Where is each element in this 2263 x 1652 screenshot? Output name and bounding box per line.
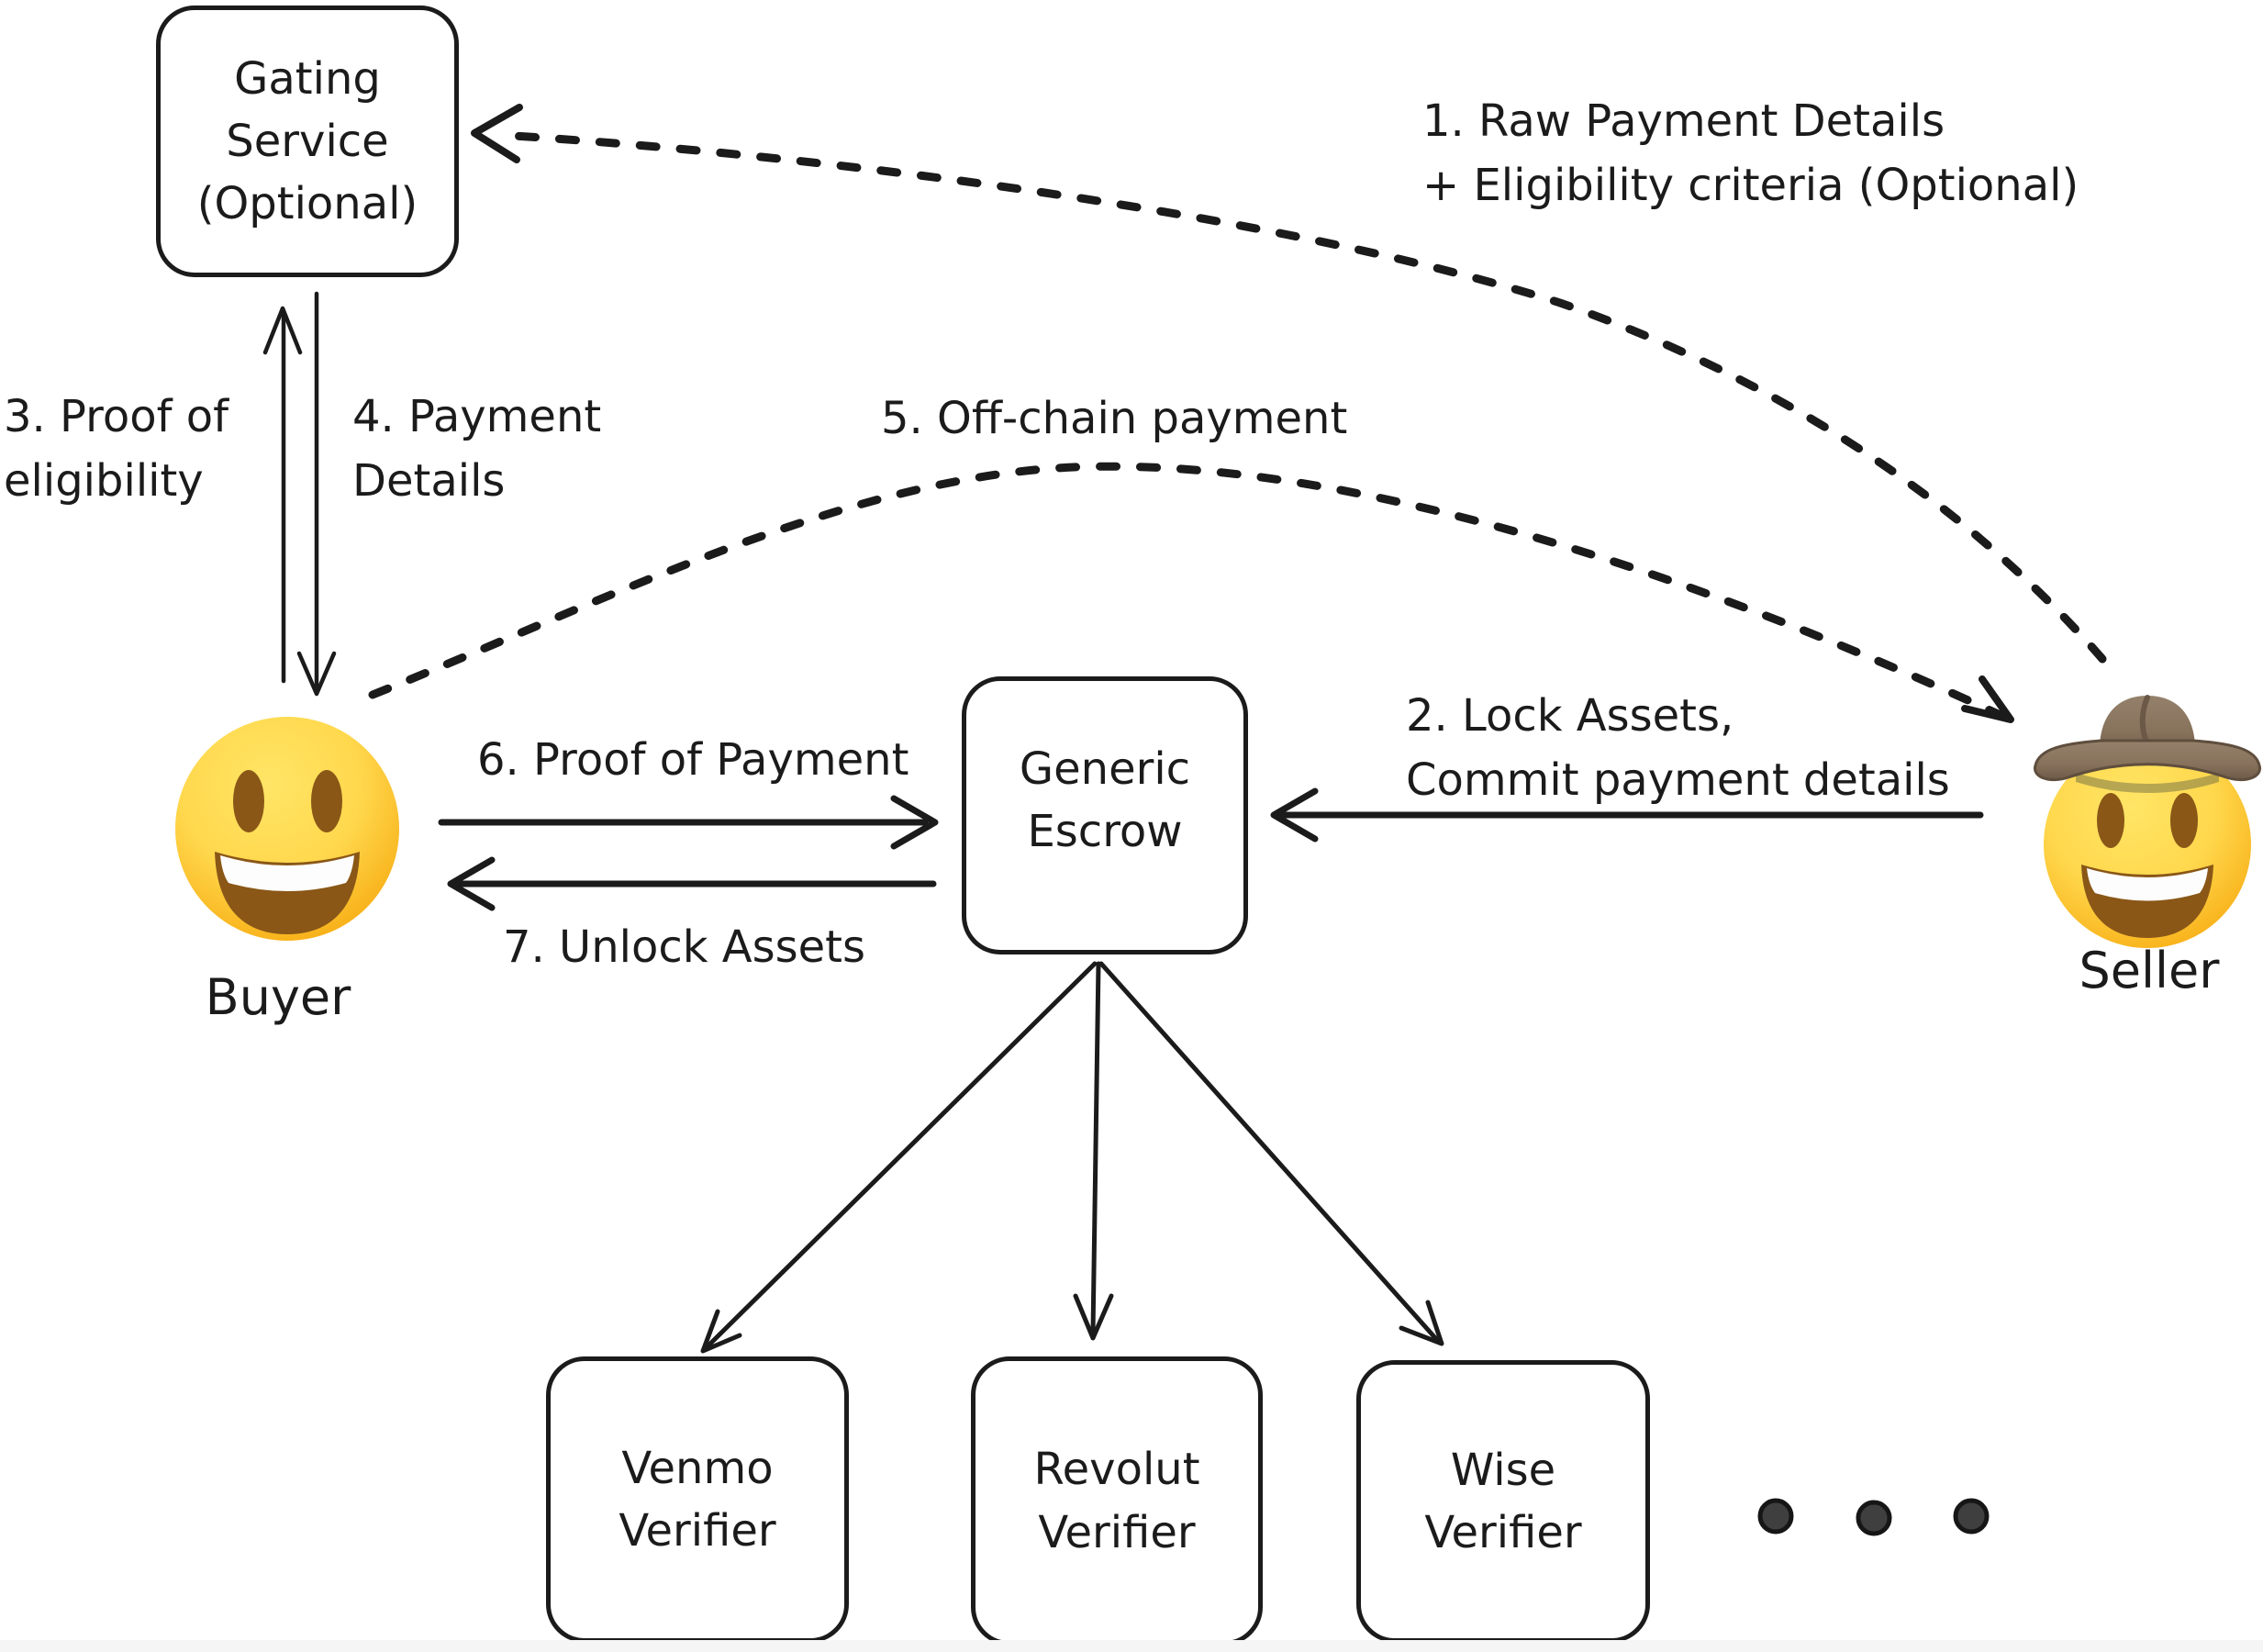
arrowhead-proof-of-payment bbox=[890, 795, 939, 850]
edge-label-unlock-assets: 7. Unlock Assets bbox=[503, 921, 865, 973]
arrow-off-chain-payment bbox=[368, 462, 2011, 722]
edge-label-raw-payment-details: 1. Raw Payment Details + Eligibility cri… bbox=[1422, 95, 2079, 211]
cowboy-hat-face-icon bbox=[2034, 695, 2261, 948]
arrowhead-raw-payment-details bbox=[471, 104, 523, 163]
ellipsis-icon bbox=[1757, 1498, 1990, 1536]
buyer-label: Buyer bbox=[205, 968, 351, 1026]
arrow-escrow-to-venmo bbox=[706, 961, 1098, 1348]
arrow-escrow-to-revolut bbox=[1090, 961, 1101, 1335]
venmo-verifier-label: Venmo Verifier bbox=[619, 1442, 776, 1557]
arrowhead-escrow-to-wise bbox=[1399, 1300, 1444, 1346]
wise-verifier-label: Wise Verifier bbox=[1424, 1444, 1582, 1558]
node-generic-escrow: Generic Escrow bbox=[962, 676, 1248, 954]
arrowhead-payment-details bbox=[296, 651, 337, 697]
arrowhead-unlock-assets bbox=[447, 856, 496, 911]
arrowhead-proof-of-eligibility bbox=[262, 306, 303, 355]
node-wise-verifier: Wise Verifier bbox=[1356, 1360, 1650, 1643]
edge-label-payment-details: 4. Payment Details bbox=[352, 391, 602, 507]
grinning-face-icon bbox=[175, 717, 399, 941]
node-venmo-verifier: Venmo Verifier bbox=[546, 1356, 849, 1643]
arrowhead-off-chain-payment bbox=[1961, 675, 2014, 723]
bottom-edge-strip bbox=[0, 1640, 2263, 1652]
arrowhead-escrow-to-revolut bbox=[1073, 1293, 1114, 1341]
arrowhead-escrow-to-venmo bbox=[700, 1309, 742, 1354]
arrow-raw-payment-details bbox=[509, 131, 2107, 664]
edge-label-lock-assets: 2. Lock Assets, Commit payment details bbox=[1406, 690, 1950, 806]
edge-label-off-chain-payment: 5. Off-chain payment bbox=[881, 393, 1348, 444]
generic-escrow-label: Generic Escrow bbox=[1019, 743, 1191, 858]
edge-label-proof-of-payment: 6. Proof of Payment bbox=[477, 734, 909, 786]
arrowhead-lock-assets bbox=[1270, 787, 1319, 843]
gating-service-label: Gating Service (Optional) bbox=[196, 52, 418, 230]
node-revolut-verifier: Revolut Verifier bbox=[971, 1356, 1263, 1646]
seller-label: Seller bbox=[2079, 942, 2220, 999]
revolut-verifier-label: Revolut Verifier bbox=[1033, 1444, 1200, 1558]
edge-label-proof-of-eligibility: 3. Proof of eligibility bbox=[4, 391, 229, 507]
arrow-escrow-to-wise bbox=[1098, 961, 1440, 1343]
node-gating-service: Gating Service (Optional) bbox=[156, 6, 459, 277]
